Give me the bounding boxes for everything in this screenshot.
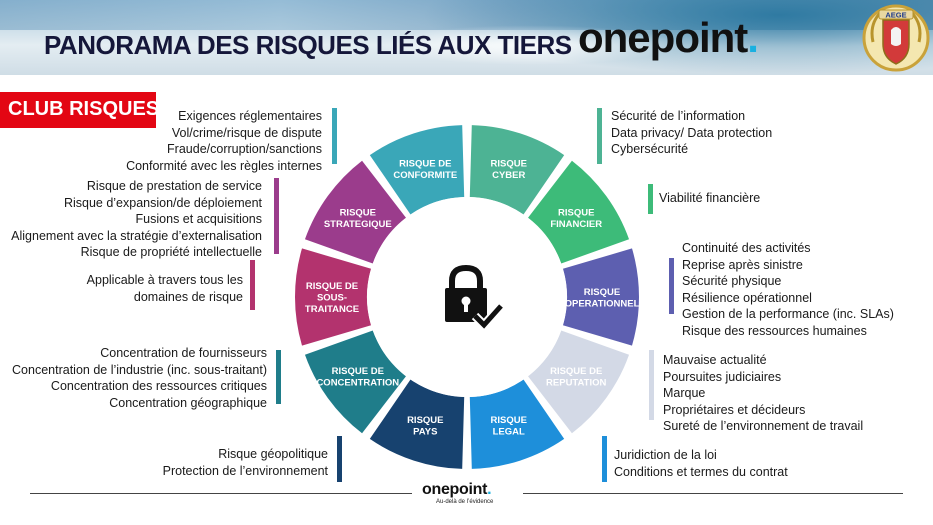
cyber-list: Sécurité de l’information Data privacy/ …: [611, 108, 772, 158]
list-item: Résilience opérationnel: [682, 290, 812, 305]
list-item: Vol/crime/risque de dispute: [171, 125, 322, 140]
list-item: Conformité avec les règles internes: [126, 158, 322, 173]
list-item: Sécurité physique: [682, 274, 782, 288]
aege-crest-icon: AEGE: [862, 4, 930, 72]
page-title: PANORAMA DES RISQUES LIÉS AUX TIERS: [44, 30, 572, 60]
list-item: Viabilité financière: [659, 191, 761, 205]
operationnel-list: Continuité des activités Reprise après s…: [682, 240, 894, 339]
segment-strategique: [304, 160, 406, 264]
list-item: Mauvaise actualité: [663, 353, 767, 367]
header-banner: PANORAMA DES RISQUES LIÉS AUX TIERS onep…: [0, 0, 933, 75]
conformite-accent-bar: [332, 108, 337, 164]
list-item: Continuité des activités: [682, 241, 811, 255]
list-item: Cybersécurité: [611, 142, 689, 156]
club-risques-badge: CLUB RISQUES: [0, 92, 159, 128]
list-item: Conditions et termes du contrat: [614, 464, 788, 479]
list-item: domaines de risque: [133, 289, 243, 304]
sea-foam: [380, 25, 680, 65]
segment-cyber: [469, 125, 565, 215]
list-item: Concentration géographique: [109, 395, 267, 410]
footer-logo: onepoint.: [422, 481, 492, 499]
legal-list: Juridiction de la loi Conditions et term…: [614, 447, 788, 480]
list-item: Risque géopolitique: [218, 447, 328, 461]
risk-wheel-segments: [294, 125, 640, 469]
list-item: Sureté de l’environnement de travail: [663, 419, 864, 433]
list-item: Concentration des ressources critiques: [50, 379, 267, 393]
sous-traitance-list: Applicable à travers tous les domaines d…: [87, 272, 243, 305]
list-item: Juridiction de la loi: [614, 448, 717, 462]
pays-list: Risque géopolitique Protection de l’envi…: [163, 446, 328, 479]
footer-logo-dot: .: [487, 481, 492, 498]
strategique-list: Risque de prestation de service Risque d…: [11, 178, 262, 261]
legal-accent-bar: [602, 436, 607, 482]
list-item: Alignement avec la stratégie d’externali…: [11, 228, 262, 243]
list-item: Protection de l’environnement: [162, 463, 328, 478]
onepoint-logo: onepoint.: [578, 14, 759, 62]
crest-text: AEGE: [885, 11, 906, 20]
segment-operationnel: [562, 248, 640, 346]
footer-rule-left: [30, 493, 412, 494]
segment-concentration: [304, 330, 406, 434]
list-item: Propriétaires et décideurs: [663, 402, 806, 417]
footer-logo-text: onepoint: [422, 481, 488, 498]
list-item: Fraude/corruption/sanctions: [167, 142, 322, 156]
reputation-accent-bar: [649, 350, 654, 420]
cyber-accent-bar: [597, 108, 602, 164]
sous-traitance-accent-bar: [250, 260, 255, 310]
list-item: Concentration de l’industrie (inc. sous-…: [12, 362, 267, 377]
segment-conformite: [369, 125, 465, 215]
list-item: Risque des ressources humaines: [682, 323, 867, 338]
list-item: Risque de prestation de service: [86, 179, 262, 193]
segment-reputation: [528, 330, 630, 434]
footer-tagline: Au-delà de l’évidence: [436, 499, 494, 505]
operationnel-accent-bar: [669, 258, 674, 314]
strategique-accent-bar: [274, 178, 279, 254]
list-item: Reprise après sinistre: [682, 257, 803, 272]
list-item: Sécurité de l’information: [611, 109, 746, 123]
padlock-check-icon: [445, 264, 505, 332]
logo-dot: .: [747, 14, 759, 61]
conformite-list: Exigences réglementaires Vol/crime/risqu…: [126, 108, 322, 174]
list-item: Concentration de fournisseurs: [100, 346, 267, 360]
list-item: Poursuites judiciaires: [663, 369, 782, 384]
logo-text: onepoint: [578, 14, 748, 61]
segment-pays: [369, 379, 465, 469]
financier-accent-bar: [648, 184, 653, 214]
concentration-accent-bar: [276, 350, 281, 404]
list-item: Risque de propriété intellectuelle: [80, 245, 262, 259]
list-item: Exigences réglementaires: [178, 109, 322, 123]
financier-list: Viabilité financière: [659, 190, 760, 207]
list-item: Data privacy/ Data protection: [611, 125, 773, 140]
footer-rule-right: [523, 493, 903, 494]
list-item: Applicable à travers tous les: [86, 273, 243, 287]
segment-financier: [528, 160, 630, 264]
reputation-list: Mauvaise actualité Poursuites judiciaire…: [663, 352, 863, 435]
pays-accent-bar: [337, 436, 342, 482]
list-item: Risque d’expansion/de déploiement: [63, 195, 262, 210]
list-item: Fusions et acquisitions: [135, 212, 262, 226]
segment-sous-traitance: [294, 248, 372, 346]
list-item: Gestion de la performance (inc. SLAs): [682, 307, 894, 321]
list-item: Marque: [663, 386, 706, 400]
concentration-list: Concentration de fournisseurs Concentrat…: [12, 345, 267, 411]
segment-legal: [469, 379, 565, 469]
